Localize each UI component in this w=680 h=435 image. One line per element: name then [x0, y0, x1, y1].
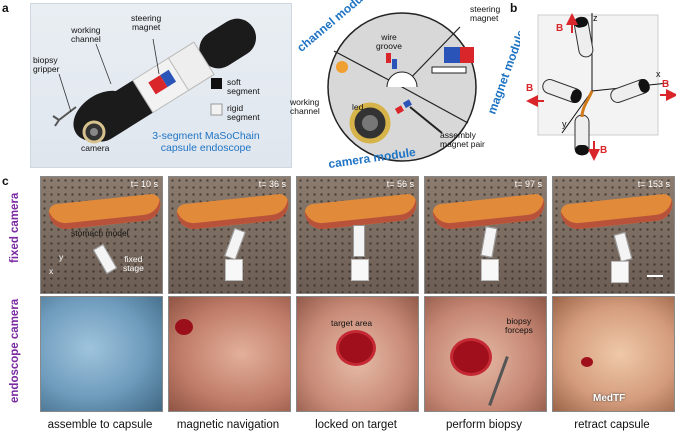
steering-magnet-red-block	[460, 47, 474, 63]
caption-assemble: assemble to capsule	[47, 419, 153, 431]
timestamp-5: t= 153 s	[637, 179, 670, 189]
field-label-bottom: B	[600, 145, 608, 156]
gripper-shape	[52, 106, 77, 127]
endo-frame-4: biopsy forceps	[424, 296, 547, 412]
panel-a-letter: a	[2, 1, 9, 15]
fixed-frame-2: t= 36 s	[168, 176, 291, 294]
capsule-render	[52, 18, 257, 144]
field-label-left: B	[526, 83, 534, 94]
scale-bar	[647, 275, 663, 277]
axis-z-label: z	[593, 13, 598, 23]
timestamp-2: t= 36 s	[258, 179, 286, 189]
endo-frame-2	[168, 296, 291, 412]
label-target-area: target area	[331, 318, 373, 328]
axis-x-fixed: x	[49, 266, 54, 276]
caption-biopsy: perform biopsy	[445, 419, 523, 431]
cross-section-panel: channel module magnet module camera modu…	[290, 0, 528, 171]
biopsy-forceps-shape	[488, 356, 509, 406]
panel-b-letter: b	[510, 1, 518, 15]
endo-frame-1	[40, 296, 163, 412]
led-orange	[336, 61, 348, 73]
fixed-frame-3: t= 56 s	[296, 176, 419, 294]
caption-retract: retract capsule	[574, 419, 650, 431]
capsule-title-line2: capsule endoscope	[160, 142, 252, 154]
label-working-channel: working channel	[71, 25, 101, 44]
label-steering-magnet: steering magnet	[131, 13, 162, 32]
caption-locked: locked on target	[315, 419, 397, 431]
panel-b-photo: z x y B B B B	[520, 5, 678, 170]
fixed-frame-1: t= 10 s stomach model fixed stage x y	[40, 176, 163, 294]
timestamp-4: t= 97 s	[514, 179, 542, 189]
steering-magnet-blue	[160, 69, 177, 87]
legend-soft-swatch	[211, 78, 222, 89]
capsule-title-line1: 3-segment MaSoChain	[152, 130, 260, 142]
label-soft-segment: soft segment	[227, 77, 260, 96]
axis-x-label: x	[656, 69, 661, 79]
timestamp-1: t= 10 s	[130, 179, 158, 189]
label-fixed-stage: fixed stage	[123, 254, 144, 273]
row-label-fixed-camera: fixed camera	[9, 192, 21, 263]
label-wire-groove: wire groove	[376, 32, 402, 51]
label-steering-magnet-xs: steering magnet	[470, 4, 501, 23]
field-label-top: B	[556, 23, 564, 34]
row-label-endoscope-camera: endoscope camera	[9, 298, 21, 403]
legend-rigid-swatch	[210, 103, 223, 116]
fixed-frame-5: t= 153 s	[552, 176, 675, 294]
caption-navigation: magnetic navigation	[176, 419, 280, 431]
panel-c-letter: c	[2, 174, 9, 188]
endo-frame-5: MedTF	[552, 296, 675, 412]
fixed-frame-4: t= 97 s	[424, 176, 547, 294]
watermark-medtf: MedTF	[593, 393, 626, 404]
endo-frame-3: target area	[296, 296, 419, 412]
timestamp-3: t= 56 s	[386, 179, 414, 189]
axis-y-label: y	[562, 119, 567, 129]
label-biopsy-gripper: biopsy gripper	[33, 55, 60, 74]
field-config-figure	[526, 13, 678, 161]
label-working-channel-xs: working channel	[290, 97, 320, 116]
label-rigid-segment: rigid segment	[227, 103, 260, 122]
field-label-right: B	[662, 79, 670, 90]
label-biopsy-forceps: biopsy forceps	[505, 316, 533, 335]
axis-y-fixed: y	[59, 252, 64, 262]
capsule-render-panel: working channel steering magnet biopsy g…	[30, 3, 292, 168]
label-camera: camera	[81, 143, 110, 153]
label-assembly-magnet-pair: assembly magnet pair	[440, 130, 485, 149]
steering-magnet-red	[148, 75, 168, 95]
target-area-lesion	[339, 333, 373, 363]
label-stomach-model: stomach model	[71, 228, 129, 238]
steering-magnet-blue-block	[444, 47, 460, 63]
label-led: led	[352, 102, 364, 112]
cross-section-diagram	[327, 12, 477, 162]
